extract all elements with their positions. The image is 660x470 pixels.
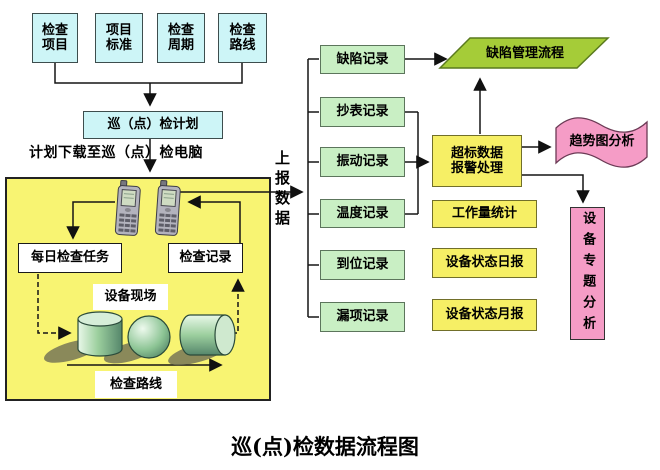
inspection-record-box: 检查记录 [168, 243, 243, 273]
handheld-device-icon [154, 179, 182, 237]
horizontal-cylinder-shape [179, 314, 226, 356]
source-box-inspection-cycle: 检查周期 [157, 13, 205, 63]
workload-statistics-box: 工作量统计 [432, 200, 537, 228]
special-analysis-box: 设备专题分析 [570, 207, 605, 340]
task-to-equipment-dashed-arrow [37, 274, 72, 340]
equipment-shapes [77, 311, 236, 359]
record-box-meter-reading: 抄表记录 [320, 97, 405, 127]
pda-to-dailytask-arrow [66, 201, 115, 240]
plan-download-note: 计划下载至巡（点）检电脑 [29, 145, 203, 161]
records-spine-connector [307, 58, 319, 318]
defect-flow-label: 缺陷管理流程 [485, 46, 564, 62]
diagram-title: 巡(点)检数据流程图 [231, 434, 419, 459]
monthly-status-report-box: 设备状态月报 [432, 299, 537, 331]
daily-task-box: 每日检查任务 [18, 243, 122, 273]
alarm-processing-box: 超标数据 报警处理 [432, 135, 522, 187]
record-box-arrival: 到位记录 [320, 250, 405, 280]
trend-analysis-label: 趋势图分析 [569, 134, 635, 150]
record-to-pda-arrow [187, 195, 241, 243]
alarm-collector-connector [405, 111, 430, 215]
source-box-inspection-items: 检查项目 [32, 13, 78, 63]
plan-bracket-connector [54, 63, 243, 173]
record-box-omission: 漏项记录 [320, 302, 405, 332]
sphere-shape [127, 315, 171, 359]
record-box-defect: 缺陷记录 [320, 45, 405, 74]
alarm-to-special-arrow [522, 174, 590, 204]
source-box-project-standard: 项目标准 [95, 13, 143, 63]
trend-analysis-wave-shape [555, 117, 648, 168]
defect-flow-parallelogram [438, 37, 610, 69]
record-box-vibration: 振动记录 [320, 147, 405, 177]
source-box-inspection-route: 检查路线 [218, 13, 267, 63]
equipment-scene-label: 设备现场 [93, 284, 168, 310]
handheld-device-icon [114, 179, 142, 237]
daily-status-report-box: 设备状态日报 [432, 248, 537, 278]
record-box-temperature: 温度记录 [320, 199, 405, 228]
route-label: 检查路线 [95, 371, 177, 398]
upload-data-label: 上报数据 [273, 150, 291, 230]
inspection-plan-box: 巡（点）检计划 [83, 111, 223, 139]
vertical-cylinder-shape [77, 319, 123, 357]
